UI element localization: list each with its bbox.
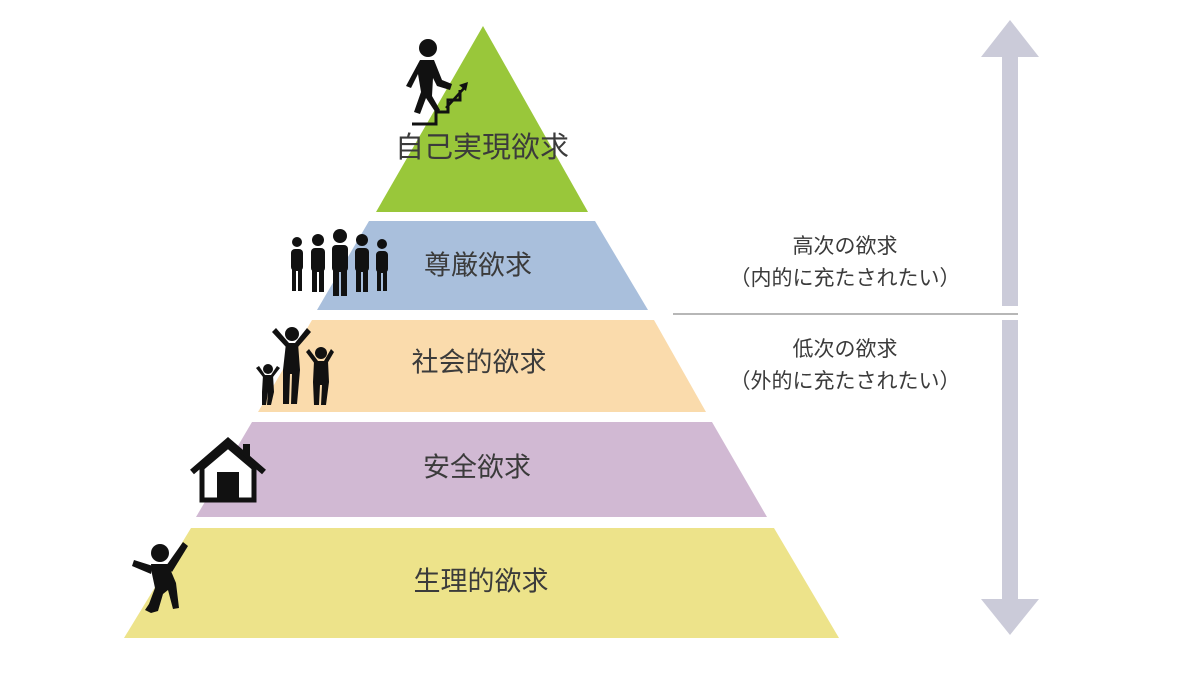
tier-label-physiological: 生理的欲求 [414, 567, 549, 598]
tier-esteem [317, 221, 648, 310]
group-of-people-icon [291, 229, 388, 296]
tier-safety [196, 422, 767, 517]
tier-social [258, 320, 706, 412]
tier-label-social: 社会的欲求 [412, 348, 547, 379]
higher-needs-subtitle: （内的に充たされたい） [730, 266, 961, 290]
vertical-double-arrow-icon [981, 20, 1039, 635]
climbing-stairs-person-icon [406, 39, 468, 126]
higher-needs-title: 高次の欲求 [793, 234, 898, 258]
house-icon [190, 437, 266, 503]
tier-label-self-actualization: 自己実現欲求 [395, 130, 569, 164]
tier-self-actualization [376, 26, 588, 212]
family-icon [256, 327, 334, 405]
tier-label-safety: 安全欲求 [423, 453, 531, 484]
lower-needs-subtitle: （外的に充たされたい） [730, 369, 961, 393]
tier-label-esteem: 尊厳欲求 [424, 251, 532, 282]
tier-physiological [124, 528, 839, 638]
lower-needs-title: 低次の欲求 [793, 337, 898, 361]
jumping-person-icon [132, 542, 188, 613]
